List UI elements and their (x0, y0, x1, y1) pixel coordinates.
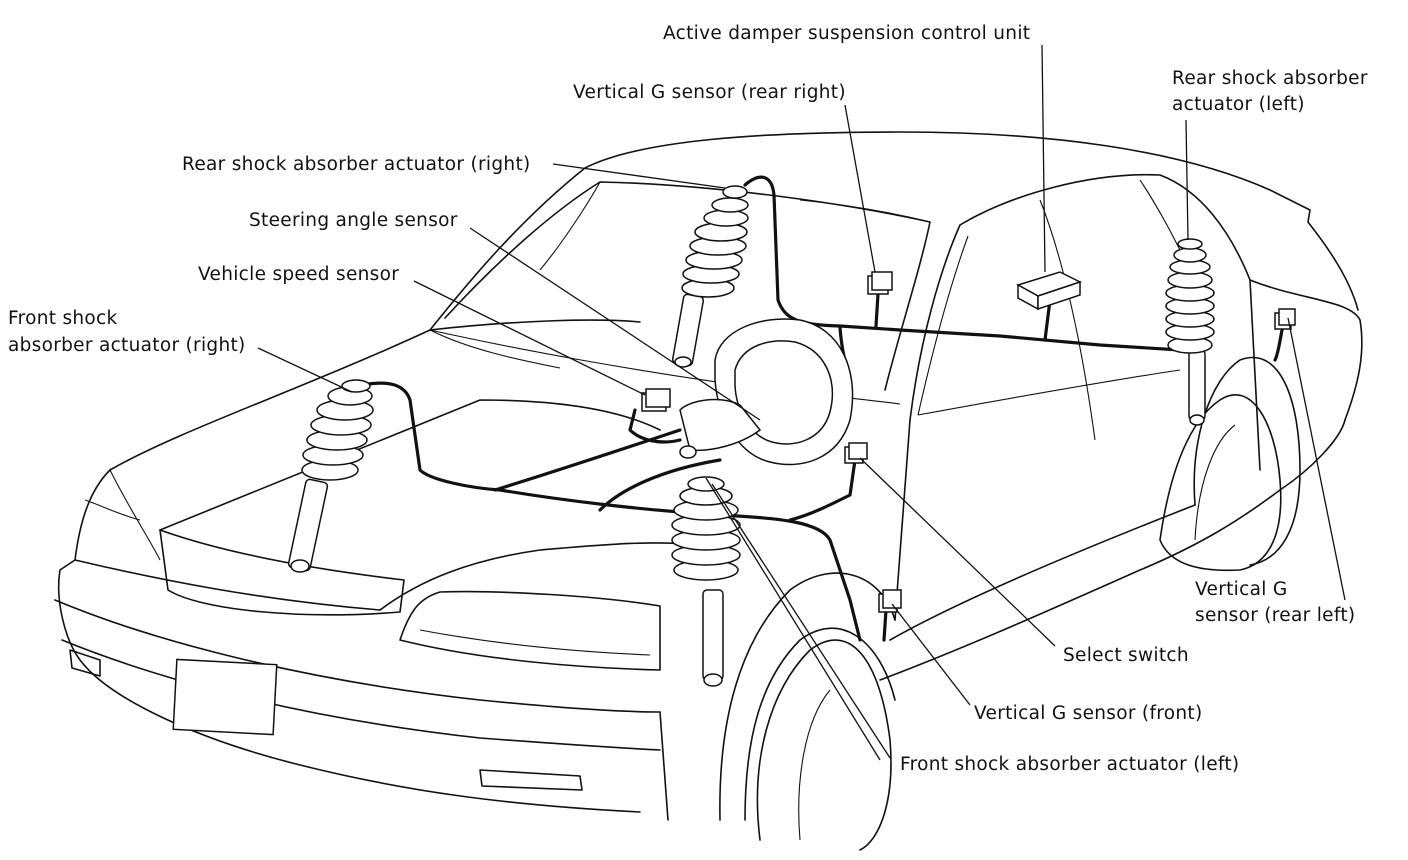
label-rear-actuator-left-line1: Rear shock absorber (1172, 68, 1368, 89)
label-vg-rear-left-line2: sensor (rear left) (1195, 605, 1355, 626)
callout-labels: Active damper suspension control unit Ve… (8, 23, 1368, 775)
leader-rear-actuator-right (552, 163, 726, 189)
front-shock-absorber-right (287, 379, 374, 573)
leader-vehicle-speed (413, 280, 646, 396)
label-select-switch: Select switch (1063, 645, 1189, 666)
label-steering-angle: Steering angle sensor (249, 210, 458, 231)
label-rear-actuator-left-line2: actuator (left) (1172, 94, 1305, 115)
label-vg-rear-right: Vertical G sensor (rear right) (573, 82, 846, 103)
vertical-g-sensor-front (878, 589, 902, 613)
leader-lines (257, 44, 1346, 761)
wiring-harness (360, 175, 1284, 642)
steering-wheel (679, 318, 854, 466)
vertical-g-sensor-rear-left (1274, 308, 1296, 330)
leader-vg-front (891, 603, 971, 706)
label-control-unit: Active damper suspension control unit (663, 23, 1030, 44)
rear-shock-absorber-left (1165, 238, 1215, 426)
car-body-outline (54, 131, 1363, 851)
leader-vg-rear-left (1287, 317, 1346, 601)
label-vehicle-speed: Vehicle speed sensor (198, 264, 399, 285)
control-unit (1016, 271, 1082, 311)
label-vg-rear-left-line1: Vertical G (1195, 579, 1287, 600)
leader-front-actuator-right (257, 347, 353, 393)
label-rear-actuator-right: Rear shock absorber actuator (right) (182, 154, 531, 175)
vehicle-speed-sensor (641, 388, 671, 412)
leader-vg-rear-right (844, 104, 876, 273)
vertical-g-sensor-rear-right (867, 271, 893, 295)
leader-front-actuator-left-a (711, 483, 891, 759)
front-shock-absorber-left (671, 476, 741, 687)
label-front-actuator-left: Front shock absorber actuator (left) (900, 754, 1239, 775)
leader-select-switch (859, 457, 1056, 647)
leader-front-actuator-left-b (705, 477, 881, 761)
rear-shock-absorber-right (671, 185, 749, 368)
leader-control-unit (1041, 44, 1046, 273)
leader-steering-angle (469, 227, 761, 421)
select-switch (844, 442, 868, 464)
leader-rear-actuator-left (1185, 119, 1189, 241)
label-front-actuator-right-line1: Front shock (8, 308, 118, 329)
label-vg-front: Vertical G sensor (front) (974, 703, 1202, 724)
label-front-actuator-right-line2: absorber actuator (right) (8, 335, 246, 356)
